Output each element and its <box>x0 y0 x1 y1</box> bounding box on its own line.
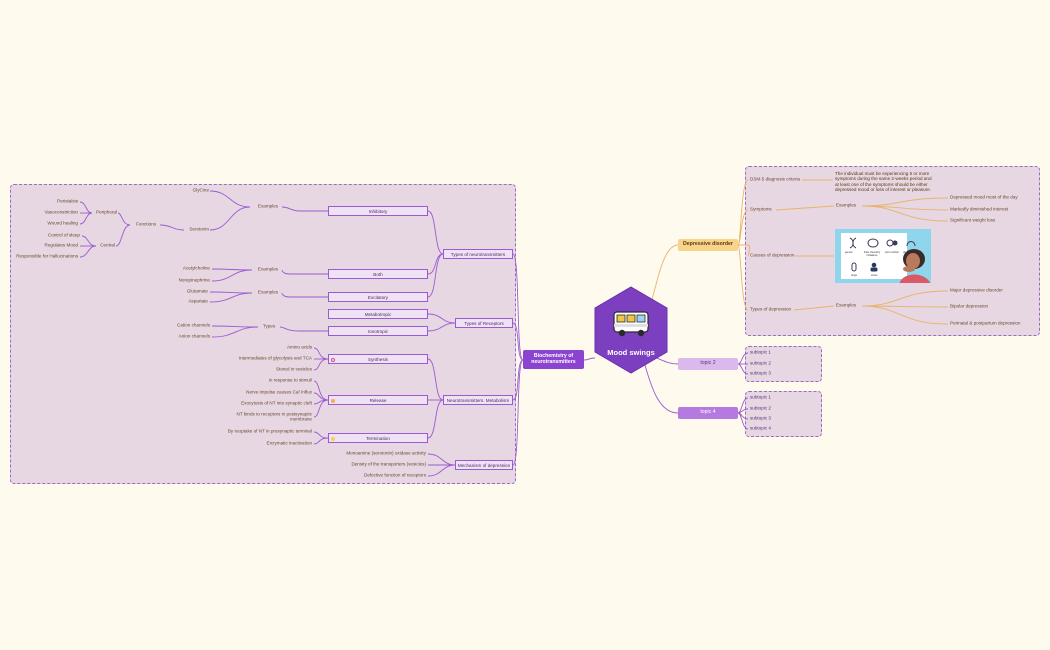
control-of-sleep-label: Control of sleep <box>47 232 80 238</box>
topic4-subtopic-1[interactable]: subtopic 1 <box>750 394 771 400</box>
exocytosis-label: Exocytosis of NT into synaptic cleft <box>241 400 312 406</box>
symptom-3-label: Significant weight loss <box>950 217 996 223</box>
cause-label-drugs: drugs <box>851 274 857 277</box>
central-label: Central <box>100 242 115 248</box>
termination-label: Termination <box>366 435 390 441</box>
defective-label: Defective function of receptors <box>363 472 426 478</box>
causes-image: genetic brain chemistry imbalance poor n… <box>835 229 931 283</box>
both-node[interactable]: Both <box>328 269 428 279</box>
bus-icon <box>613 311 649 337</box>
synthesis-label: Synthesis <box>368 356 388 362</box>
glutamate-label: Glutamate <box>186 288 208 294</box>
ionotropic-node[interactable]: Ionotropic <box>328 326 428 336</box>
intermediates-label: Intermediates of glycolysis and TCA <box>238 355 312 361</box>
topic-4[interactable]: topic 4 <box>678 407 738 419</box>
termination-node[interactable]: Termination <box>328 433 428 443</box>
binds-label: NT binds to receptors in postsynaptic me… <box>236 411 313 421</box>
marker-icon <box>331 436 335 441</box>
pills-icon <box>851 262 857 272</box>
norepinephrine-label: Norepinephrine <box>178 277 210 283</box>
causes-label: Causes of depression <box>750 252 795 258</box>
topic4-boundary <box>745 391 822 437</box>
vasoconstriction-label: Vasoconstriction <box>44 209 78 215</box>
peristalsis-label: Peristalsis <box>57 198 78 204</box>
acetylcholine-label: Acetylcholine <box>182 265 210 271</box>
release-node[interactable]: Release <box>328 395 428 405</box>
health-icon <box>906 241 916 247</box>
regulates-mood-label: Regulates Mood <box>44 242 78 248</box>
serotonin-label: Serotonin <box>189 226 209 232</box>
sad-woman-illustration <box>899 249 930 283</box>
release-label: Release <box>369 397 387 403</box>
types-of-depression-label: Types of depression <box>750 306 792 312</box>
cation-channels-label: Cation channels <box>177 322 210 328</box>
dsm5-text: The individual must be experiencing 5 or… <box>835 171 932 192</box>
topic2-subtopic-1[interactable]: subtopic 1 <box>750 349 771 355</box>
symptoms-label: Symptoms <box>750 206 772 212</box>
topic2-subtopic-2[interactable]: subtopic 2 <box>750 360 771 366</box>
examples-label-3: Examples <box>257 289 279 295</box>
cause-label-brain: brain chemistry imbalance <box>863 251 881 257</box>
marker-icon <box>331 357 335 362</box>
food-icon <box>886 239 898 247</box>
type-3-label: Perinatal & postpartum depression <box>950 320 1021 326</box>
inhibitory-node[interactable]: Inhibitory <box>328 206 428 216</box>
anion-channels-label: Anion channels <box>178 333 210 339</box>
examples-types-label: Examples <box>835 302 857 308</box>
monoamine-label: Monoamine (serotonin) oxidase activity <box>346 450 426 456</box>
density-label: Density of the transporters (vesicles) <box>351 461 426 467</box>
topic-2[interactable]: topic 2 <box>678 358 738 370</box>
symptom-1-label: Depressed mood most of the day <box>950 194 1018 200</box>
biochemistry-topic[interactable]: Biochemistry of neurotransmitters <box>523 350 584 369</box>
cause-label-genetic: genetic <box>845 251 853 254</box>
dna-icon <box>849 237 857 249</box>
examples-label-2: Examples <box>257 266 279 272</box>
wound-healing-label: Wound healing <box>47 220 78 226</box>
central-topic-title[interactable]: Mood swings <box>607 348 655 357</box>
stored-label: Stored in vesicles <box>275 366 312 372</box>
aspartate-label: Aspartate <box>188 298 208 304</box>
peripheral-label: Peripheral <box>96 209 117 215</box>
left-boundary <box>10 184 516 484</box>
symptom-2-label: Markedly diminished interest <box>950 206 1009 212</box>
excitatory-node[interactable]: Excitatory <box>328 292 428 302</box>
examples-symptoms-label: Examples <box>835 202 857 208</box>
person-icon <box>870 262 878 272</box>
reuptake-label: By reuptake of NT in presynaptic termina… <box>227 428 312 434</box>
types-of-receptors-node[interactable]: Types of Receptors <box>455 318 513 328</box>
type-2-label: Bipolar depression <box>950 303 989 309</box>
metabotropic-node[interactable]: Metabotropic <box>328 309 428 319</box>
depressive-disorder-topic[interactable]: Depressive disorder <box>678 239 738 251</box>
cause-label-nutrition: poor nutrition <box>885 251 899 254</box>
glycine-label: GlyCine <box>192 187 209 193</box>
type-1-label: Major depressive disorder <box>950 287 1003 293</box>
cause-label-stress: stress <box>871 274 878 277</box>
mechanism-node[interactable]: Mechanism of depression <box>455 460 513 470</box>
nerve-impulse-label: Nerve impulse causes Ca² influx <box>246 389 312 395</box>
types-of-neurotransmitters-node[interactable]: Types of neurotransmitters <box>443 249 513 259</box>
examples-label: Examples <box>257 203 279 209</box>
stimuli-label: In response to stimuli <box>268 377 312 383</box>
topic4-subtopic-3[interactable]: subtopic 3 <box>750 415 771 421</box>
enzymatic-label: Enzymatic inactivation <box>266 440 312 446</box>
functions-label: Functions <box>136 221 156 227</box>
marker-icon <box>331 398 335 403</box>
topic2-subtopic-3[interactable]: subtopic 3 <box>750 370 771 376</box>
topic4-subtopic-4[interactable]: subtopic 4 <box>750 425 771 431</box>
topic4-subtopic-2[interactable]: subtopic 2 <box>750 405 771 411</box>
amino-acids-label: Amino acids <box>286 344 312 350</box>
synthesis-node[interactable]: Synthesis <box>328 354 428 364</box>
hallucinations-label: Responsible for Hallucinations <box>16 253 78 259</box>
dsm5-label: DSM-5 diagnosis criteria <box>750 176 801 182</box>
brain-icon <box>867 238 879 248</box>
types-label: Types <box>262 323 276 329</box>
metabolism-node[interactable]: Neurotransmitters. Metabolism <box>443 395 513 405</box>
